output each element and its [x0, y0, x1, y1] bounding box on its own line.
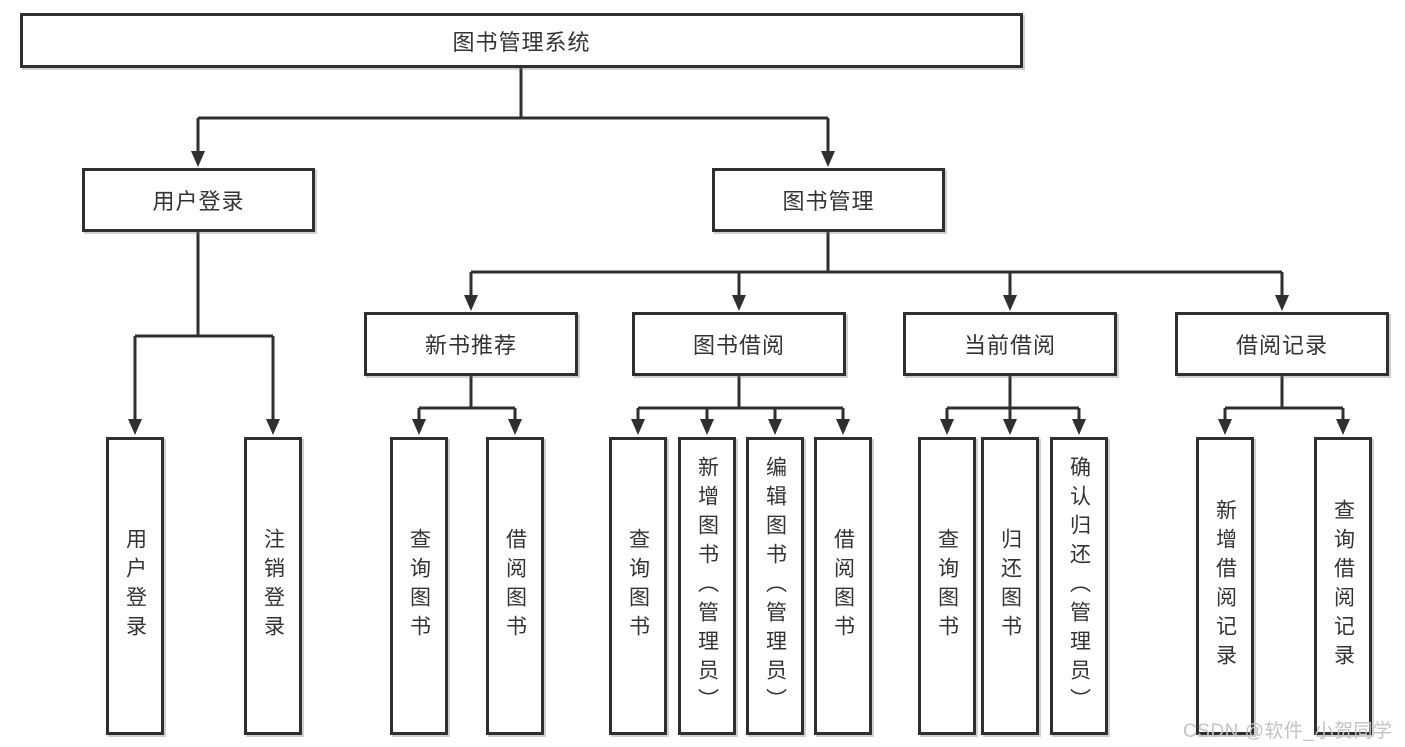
node-book-borrow-label: 图书借阅: [692, 333, 785, 358]
leaf-borrow-borrow-books: 借阅图书: [814, 437, 872, 735]
leaf-user-login: 用户登录: [106, 437, 164, 735]
node-borrow-records: 借阅记录: [1175, 312, 1389, 376]
node-user-login: 用户登录: [82, 168, 315, 232]
leaf-records-add-record-label: 新增借阅记录: [1213, 499, 1237, 673]
node-root-system-label: 图书管理系统: [452, 29, 591, 55]
node-current-borrow: 当前借阅: [903, 312, 1117, 376]
leaf-records-query-record-label: 查询借阅记录: [1331, 499, 1355, 673]
leaf-logout: 注销登录: [244, 437, 302, 735]
leaf-borrow-query-books: 查询图书: [609, 437, 667, 735]
leaf-borrow-add-books-admin: 新增图书（管理员）: [678, 437, 736, 735]
connector-book-borrow-to-leaves: [636, 376, 845, 421]
leaf-current-query-books-label: 查询图书: [935, 528, 959, 644]
connector-book-management-to-level3: [469, 232, 1284, 297]
leaf-borrow-add-books-admin-label: 新增图书（管理员）: [695, 455, 719, 717]
leaf-borrow-query-books-label: 查询图书: [626, 528, 650, 644]
leaf-current-query-books: 查询图书: [918, 437, 976, 735]
connector-user-login-to-leaves: [133, 232, 275, 421]
arrowheads: [128, 151, 1350, 435]
node-new-book-recommend: 新书推荐: [364, 312, 578, 376]
node-new-book-recommend-label: 新书推荐: [424, 333, 517, 358]
leaf-recommend-borrow-books: 借阅图书: [486, 437, 544, 735]
leaf-borrow-edit-books-admin: 编辑图书（管理员）: [746, 437, 804, 735]
leaf-current-return-books: 归还图书: [981, 437, 1039, 735]
leaf-recommend-borrow-books-label: 借阅图书: [503, 528, 527, 644]
connector-borrow-records-to-leaves: [1223, 376, 1345, 421]
leaf-records-add-record: 新增借阅记录: [1196, 437, 1254, 735]
leaf-recommend-query-books-label: 查询图书: [407, 528, 431, 644]
watermark: CSDN @软件_小贺同学: [1183, 721, 1393, 742]
leaf-current-confirm-return-admin-label: 确认归还（管理员）: [1067, 455, 1091, 717]
node-book-management-label: 图书管理: [782, 189, 875, 214]
leaf-borrow-borrow-books-label: 借阅图书: [831, 528, 855, 644]
connector-root-to-level2: [196, 68, 830, 153]
leaf-current-return-books-label: 归还图书: [998, 528, 1022, 644]
leaf-recommend-query-books: 查询图书: [390, 437, 448, 735]
node-book-management: 图书管理: [712, 168, 945, 232]
leaf-current-confirm-return-admin: 确认归还（管理员）: [1050, 437, 1108, 735]
leaf-borrow-edit-books-admin-label: 编辑图书（管理员）: [763, 455, 787, 717]
leaf-logout-label: 注销登录: [261, 528, 285, 644]
node-book-borrow: 图书借阅: [632, 312, 846, 376]
node-current-borrow-label: 当前借阅: [963, 333, 1056, 358]
node-borrow-records-label: 借阅记录: [1235, 333, 1328, 358]
leaf-records-query-record: 查询借阅记录: [1314, 437, 1372, 735]
connector-current-borrow-to-leaves: [945, 376, 1081, 421]
node-root-system: 图书管理系统: [20, 13, 1023, 68]
connector-new-book-recommend-to-leaves: [417, 376, 517, 421]
node-user-login-label: 用户登录: [152, 189, 245, 214]
leaf-user-login-label: 用户登录: [123, 528, 147, 644]
